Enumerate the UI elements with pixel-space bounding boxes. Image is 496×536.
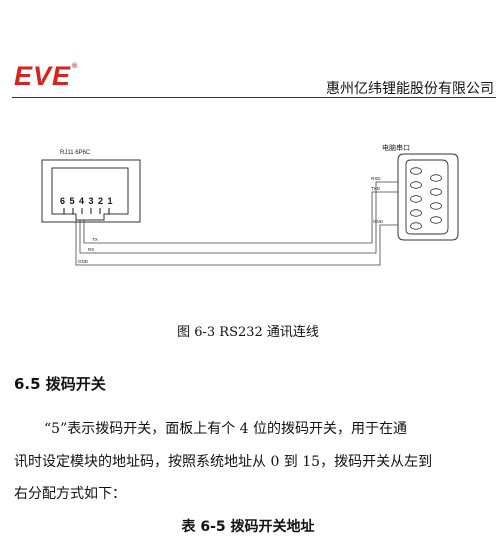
section-heading: 6.5 拨码开关 (14, 375, 106, 393)
paragraph-line-2: 讯时设定模块的地址码，按照系统地址从 0 到 15，拨码开关从左到 (14, 454, 433, 470)
paragraph-line-3: 右分配方式如下： (14, 486, 126, 502)
db9-pins (410, 167, 442, 230)
rj11-pin-marks (63, 208, 110, 214)
pc-serial-label: 电脑串口 (382, 143, 410, 152)
paragraph-line-1: “5”表示拨码开关，面板上有个 4 位的拨码开关，用于在通 (44, 421, 408, 437)
rj11-label: RJ11 6P6C (60, 150, 91, 156)
wires (75, 181, 398, 266)
registered-mark: ® (72, 63, 79, 70)
rs232-wiring-diagram: RJ11 6P6C 6 5 4 3 2 1 TX RX GND RXD TXD … (41, 143, 459, 266)
signal-gnd: GND (78, 259, 89, 264)
company-name: 惠州亿纬锂能股份有限公司 (326, 81, 494, 97)
logo-text: EVE (14, 61, 72, 91)
signal-txd: TXD (371, 186, 381, 191)
rj11-pin-numbers: 6 5 4 3 2 1 (60, 196, 114, 206)
signal-rxd: RXD (371, 176, 381, 181)
rj11-socket (51, 167, 129, 221)
wire-rx (79, 181, 398, 254)
signal-gnd-right: GND (373, 219, 384, 224)
table-caption: 表 6-5 拨码开关地址 (181, 519, 315, 535)
signal-rx: RX (88, 247, 94, 252)
figure-caption: 图 6-3 RS232 通讯连线 (177, 325, 319, 340)
wire-tx (83, 191, 398, 244)
signal-tx: TX (92, 237, 98, 242)
db9-shell (397, 153, 459, 241)
wire-gnd (75, 220, 398, 266)
header-divider (12, 97, 496, 98)
eve-logo: EVE® (14, 63, 78, 90)
db9-face (405, 159, 449, 235)
rj11-outer-box (41, 159, 141, 223)
